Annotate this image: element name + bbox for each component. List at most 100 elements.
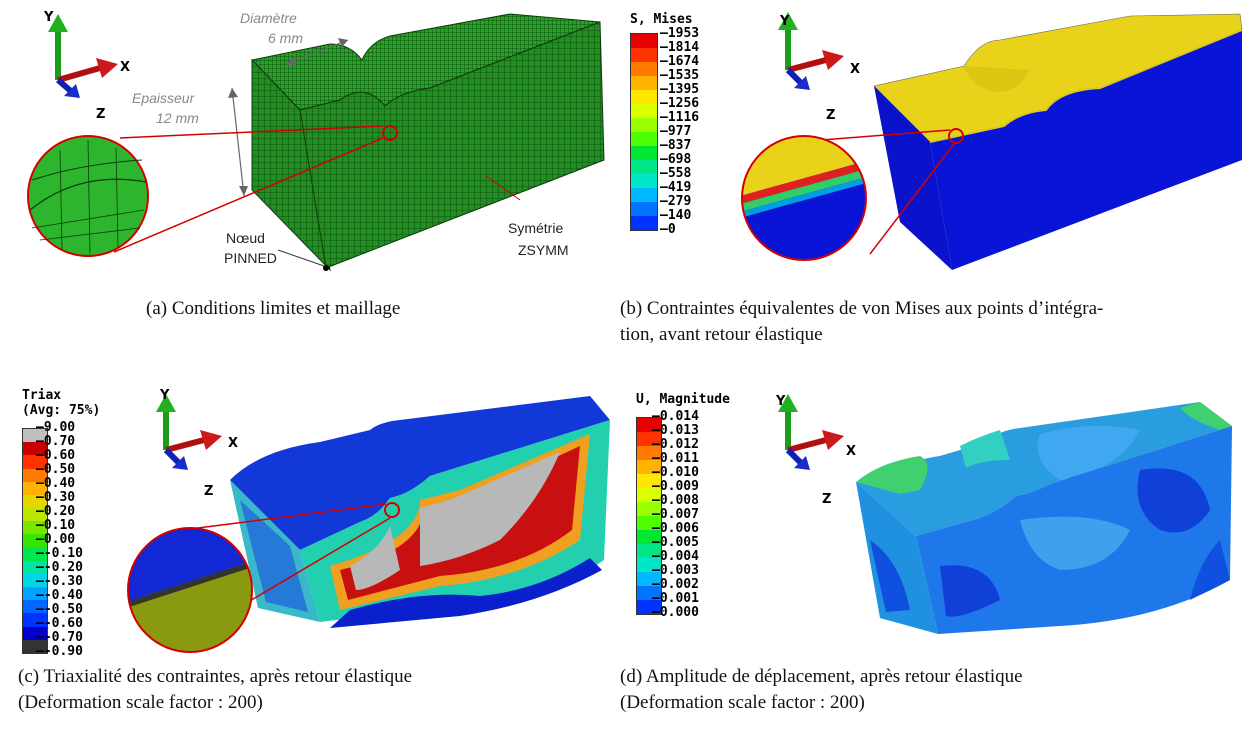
legend-swatch bbox=[631, 76, 657, 90]
axis-y-label-c: Y bbox=[160, 388, 170, 403]
legend-value: —-0.10 bbox=[36, 546, 83, 561]
legend-swatch bbox=[23, 429, 47, 443]
legend-value: —-0.20 bbox=[36, 560, 83, 575]
legend-swatch bbox=[23, 468, 47, 482]
legend-value: —0.50 bbox=[36, 462, 76, 477]
legend-swatches-c bbox=[22, 428, 48, 654]
legend-value: —977 bbox=[660, 124, 692, 139]
axis-z-label-d: Z bbox=[822, 492, 832, 507]
legend-swatch bbox=[23, 547, 47, 561]
legend-swatch bbox=[631, 216, 657, 230]
legend-swatch bbox=[631, 48, 657, 62]
legend-swatches-d bbox=[636, 417, 662, 615]
epaisseur-value: 12 mm bbox=[156, 110, 199, 126]
legend-value: —0.004 bbox=[652, 549, 699, 564]
legend-swatch bbox=[23, 455, 47, 469]
legend-swatch bbox=[637, 460, 661, 474]
legend-swatch bbox=[23, 508, 47, 522]
legend-value: —0.10 bbox=[36, 518, 76, 533]
legend-swatch bbox=[637, 530, 661, 544]
legend-value: —0.014 bbox=[652, 409, 699, 424]
legend-value: —0.00 bbox=[36, 532, 76, 547]
mises-model bbox=[741, 12, 1243, 270]
legend-value: —0.007 bbox=[652, 507, 699, 522]
legend-value: —0.013 bbox=[652, 423, 699, 438]
panel-a: Y X Z bbox=[0, 0, 620, 320]
legend-value: —0.000 bbox=[652, 605, 699, 620]
legend-swatch bbox=[637, 432, 661, 446]
legend-swatch bbox=[23, 494, 47, 509]
legend-swatch bbox=[23, 481, 47, 495]
axis-z-label-c: Z bbox=[204, 484, 214, 499]
legend-value: —0.005 bbox=[652, 535, 699, 550]
legend-swatch bbox=[637, 488, 661, 502]
legend-swatch bbox=[631, 188, 657, 202]
legend-value: —0.009 bbox=[652, 479, 699, 494]
legend-swatch bbox=[23, 587, 47, 601]
legend-value: —-0.90 bbox=[36, 644, 83, 659]
legend-swatch bbox=[631, 34, 657, 48]
legend-swatch bbox=[23, 600, 47, 614]
legend-value: —0.70 bbox=[36, 434, 76, 449]
pinned-label: PINNED bbox=[224, 250, 277, 266]
legend-value: —0.002 bbox=[652, 577, 699, 592]
legend-swatch bbox=[637, 502, 661, 516]
legend-value: —-0.70 bbox=[36, 630, 83, 645]
axis-z-label: Z bbox=[96, 107, 106, 122]
legend-value: —-0.40 bbox=[36, 588, 83, 603]
legend-value: —0.20 bbox=[36, 504, 76, 519]
legend-swatch bbox=[637, 600, 661, 614]
legend-value: —0.008 bbox=[652, 493, 699, 508]
legend-value: —-0.50 bbox=[36, 602, 83, 617]
axis-triad-icon bbox=[48, 14, 118, 98]
legend-value: —0.40 bbox=[36, 476, 76, 491]
legend-swatch bbox=[23, 626, 47, 640]
diametre-value: 6 mm bbox=[268, 30, 303, 46]
legend-value: —1535 bbox=[660, 68, 700, 83]
legend-swatch bbox=[631, 118, 657, 132]
legend-swatch bbox=[23, 534, 47, 548]
caption-d-line2: (Deformation scale factor : 200) bbox=[620, 692, 865, 713]
axis-x-label-c: X bbox=[228, 436, 239, 451]
legend-title-b: S, Mises bbox=[630, 12, 693, 27]
axis-x-label: X bbox=[120, 60, 131, 75]
noeud-label: Nœud bbox=[226, 230, 265, 246]
legend-value: —1116 bbox=[660, 110, 700, 125]
axis-z-label-b: Z bbox=[826, 108, 836, 123]
legend-value: —1256 bbox=[660, 96, 700, 111]
legend-swatch bbox=[23, 560, 47, 574]
legend-value: —0 bbox=[660, 222, 676, 237]
legend-value: —1395 bbox=[660, 82, 700, 97]
mesh-block bbox=[27, 13, 605, 272]
legend-title-c1: Triax bbox=[22, 388, 62, 403]
triax-model bbox=[127, 394, 610, 653]
legend-swatch bbox=[637, 516, 661, 530]
legend-swatch bbox=[637, 418, 661, 432]
legend-value: —558 bbox=[660, 166, 692, 181]
epaisseur-label: Epaisseur bbox=[132, 90, 195, 106]
panel-b: S, Mises —1953—1814—1674—1535—1395—1256—… bbox=[620, 0, 1258, 300]
symetrie-label: Symétrie bbox=[508, 220, 564, 236]
legend-swatch bbox=[631, 104, 657, 118]
legend-swatch bbox=[23, 613, 47, 627]
legend-value: —-0.30 bbox=[36, 574, 83, 589]
legend-value: —9.00 bbox=[36, 420, 76, 435]
caption-d-line1: (d) Amplitude de déplacement, après reto… bbox=[620, 666, 1023, 687]
axis-y-label: Y bbox=[44, 10, 54, 25]
legend-swatch bbox=[23, 573, 47, 588]
legend-value: —279 bbox=[660, 194, 692, 209]
legend-swatch bbox=[631, 132, 657, 146]
displacement-model bbox=[778, 394, 1232, 634]
legend-value: —1953 bbox=[660, 26, 700, 41]
legend-value: —1674 bbox=[660, 54, 700, 69]
legend-value: —0.30 bbox=[36, 490, 76, 505]
legend-swatch bbox=[637, 586, 661, 600]
legend-title-d: U, Magnitude bbox=[636, 392, 730, 407]
legend-swatch bbox=[631, 160, 657, 174]
legend-swatch bbox=[637, 558, 661, 572]
legend-swatch bbox=[631, 90, 657, 104]
legend-value: —1814 bbox=[660, 40, 700, 55]
legend-swatch bbox=[637, 544, 661, 558]
legend-value: —0.010 bbox=[652, 465, 699, 480]
legend-value: —0.60 bbox=[36, 448, 76, 463]
